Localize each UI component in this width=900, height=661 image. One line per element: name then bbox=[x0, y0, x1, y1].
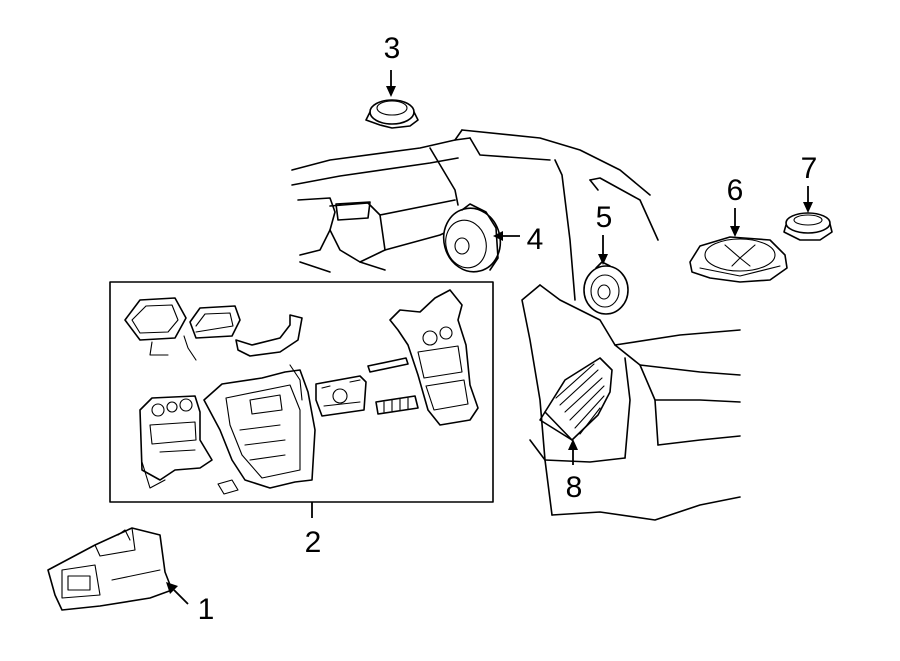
callout-8: 8 bbox=[566, 471, 583, 504]
leader-lines bbox=[166, 70, 813, 605]
vehicle-interior-outline bbox=[291, 129, 741, 521]
callout-2: 2 bbox=[305, 526, 322, 559]
callout-7: 7 bbox=[801, 152, 818, 185]
callout-5: 5 bbox=[596, 201, 613, 234]
part-4-speaker bbox=[442, 203, 502, 273]
part-2-console-assembly bbox=[109, 281, 494, 503]
callout-6: 6 bbox=[727, 174, 744, 207]
callout-4: 4 bbox=[527, 223, 544, 256]
part-7-speaker-ring bbox=[783, 212, 833, 241]
part-6-large-speaker bbox=[689, 236, 788, 283]
part-5-tweeter bbox=[583, 261, 629, 315]
callout-3: 3 bbox=[384, 32, 401, 65]
part-8-vent-grille bbox=[539, 357, 613, 441]
part-1-control-module bbox=[47, 527, 173, 611]
callout-1: 1 bbox=[198, 593, 215, 626]
part-3-speaker-ring bbox=[365, 99, 419, 129]
callout-numbers: 1 2 3 4 5 6 7 8 bbox=[198, 32, 818, 626]
